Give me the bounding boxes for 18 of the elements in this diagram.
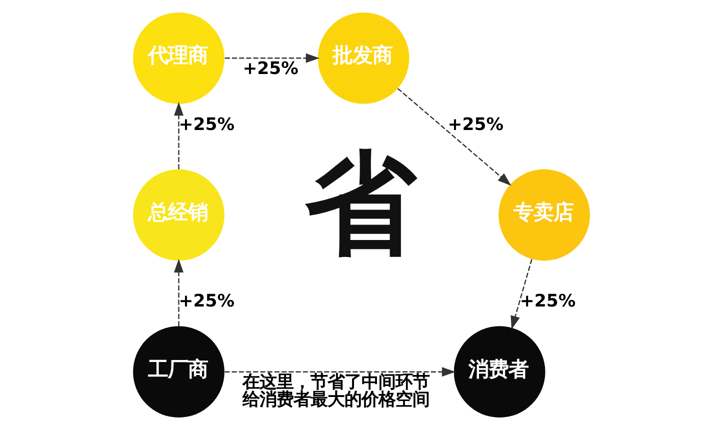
edge-label: +25% <box>520 291 576 312</box>
node-circle: 代理商 <box>133 12 224 104</box>
arrow <box>224 367 456 377</box>
edge-label: +25% <box>242 58 298 79</box>
arrow <box>174 258 184 326</box>
edge-label: +25% <box>178 291 234 312</box>
node-circle: 总经销 <box>133 169 224 261</box>
edge-label: 在这里，节省了中间环节给消费者最大的价格空间 <box>242 372 430 410</box>
arrow <box>174 102 184 170</box>
node-circle: 批发商 <box>318 12 410 104</box>
node-circle: 工厂商 <box>133 326 224 418</box>
edge-label: +25% <box>178 114 234 135</box>
arrow <box>224 53 320 63</box>
label: 省 <box>305 138 418 269</box>
arrow <box>397 88 512 186</box>
edge-label: +25% <box>448 114 504 135</box>
arrow <box>510 259 532 330</box>
node-circle: 消费者 <box>454 326 546 418</box>
